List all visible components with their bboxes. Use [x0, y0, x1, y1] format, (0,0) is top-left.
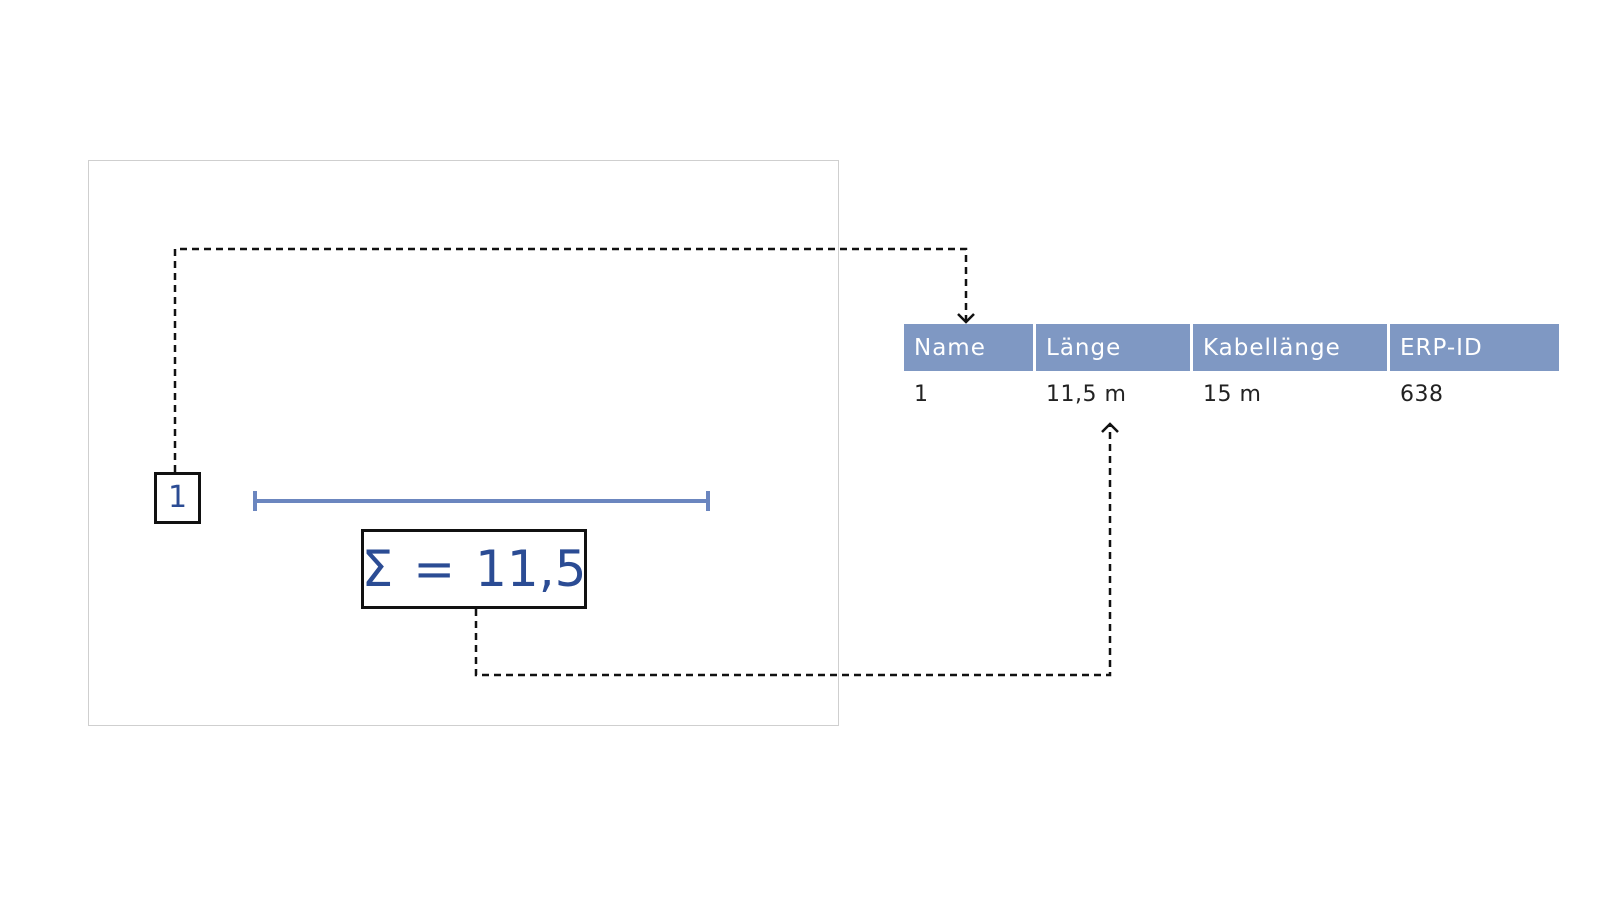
cell-name: 1 — [914, 381, 929, 407]
drawing-frame — [88, 160, 839, 726]
sigma-symbol: Σ — [361, 540, 394, 598]
property-table: Name Länge Kabellänge ERP-ID 1 11,5 m 15… — [904, 324, 1559, 417]
equals-sign: = — [413, 540, 456, 598]
header-name: Name — [904, 324, 1033, 371]
arrow-down-icon — [957, 313, 975, 324]
table-row: 1 11,5 m 15 m 638 — [904, 371, 1559, 417]
name-tag: 1 — [154, 472, 201, 524]
name-tag-label: 1 — [167, 480, 188, 515]
cell-erp-id: 638 — [1400, 381, 1444, 407]
cell-length: 11,5 m — [1046, 381, 1127, 407]
table-header-row: Name Länge Kabellänge ERP-ID — [904, 324, 1559, 371]
sum-label-box: Σ = 11,5 — [361, 529, 587, 609]
header-cable-length: Kabellänge — [1190, 324, 1387, 371]
header-erp-id: ERP-ID — [1387, 324, 1559, 371]
arrow-up-icon — [1101, 422, 1119, 433]
header-length: Länge — [1033, 324, 1190, 371]
sum-value: 11,5 — [475, 540, 587, 598]
cell-cable-length: 15 m — [1203, 381, 1262, 407]
